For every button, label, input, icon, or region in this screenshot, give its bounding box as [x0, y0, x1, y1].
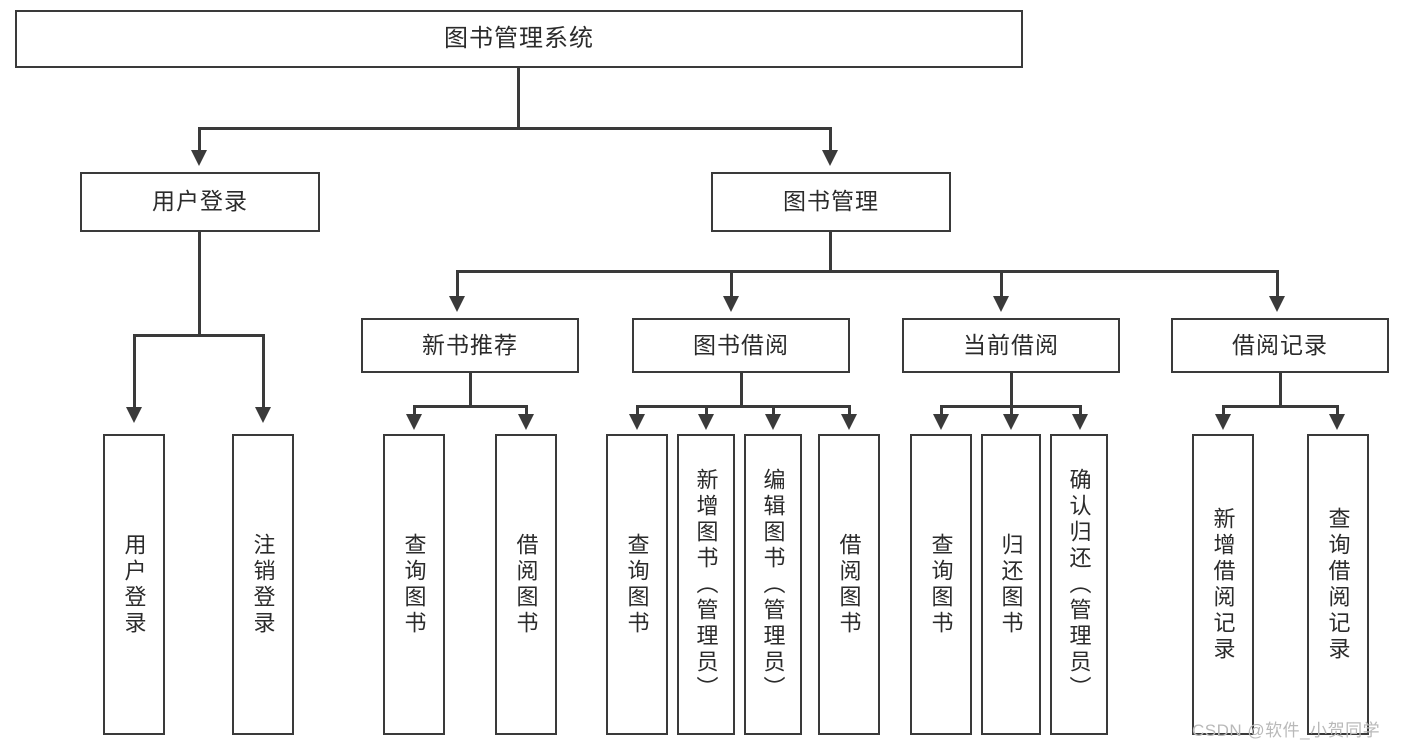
- connector-new-book-bar: [413, 405, 528, 408]
- arrow-borrow-record-l2: [1329, 414, 1345, 430]
- arrow-root-to-book-manage: [822, 150, 838, 166]
- connector-book-manage-c3: [1000, 270, 1003, 298]
- leaf-query-book-recommend[interactable]: 查询图书: [383, 434, 445, 735]
- arrow-borrow-record-l1: [1215, 414, 1231, 430]
- connector-book-borrow-l4: [848, 405, 851, 419]
- leaf-label: 查询图书: [624, 532, 650, 637]
- leaf-edit-book-admin[interactable]: 编辑图书（管理员）: [744, 434, 802, 735]
- connector-book-borrow-l2: [705, 405, 708, 419]
- connector-borrow-record-l2: [1336, 405, 1339, 419]
- connector-borrow-record-l1: [1222, 405, 1225, 419]
- leaf-add-book-admin[interactable]: 新增图书（管理员）: [677, 434, 735, 735]
- arrow-book-manage-c3: [993, 296, 1009, 312]
- connector-root-bar: [198, 127, 832, 130]
- leaf-label: 借阅图书: [513, 532, 539, 637]
- connector-new-book-l2: [525, 405, 528, 419]
- connector-book-manage-stem: [829, 232, 832, 271]
- node-new-book-recommend[interactable]: 新书推荐: [361, 318, 579, 373]
- connector-borrow-record-bar: [1222, 405, 1339, 408]
- arrow-book-manage-c4: [1269, 296, 1285, 312]
- leaf-label: 注销登录: [250, 532, 276, 637]
- connector-book-borrow-bar: [636, 405, 851, 408]
- node-book-management[interactable]: 图书管理: [711, 172, 951, 232]
- connector-root-to-user-login: [198, 127, 201, 153]
- leaf-logout[interactable]: 注销登录: [232, 434, 294, 735]
- node-label: 新书推荐: [422, 331, 518, 358]
- connector-root-to-book-manage: [829, 127, 832, 153]
- leaf-borrow-book-recommend[interactable]: 借阅图书: [495, 434, 557, 735]
- arrow-new-book-l2: [518, 414, 534, 430]
- leaf-return-book[interactable]: 归还图书: [981, 434, 1041, 735]
- leaf-borrow-book-borrow[interactable]: 借阅图书: [818, 434, 880, 735]
- arrow-book-manage-c1: [449, 296, 465, 312]
- leaf-query-borrow-record[interactable]: 查询借阅记录: [1307, 434, 1369, 735]
- leaf-label: 归还图书: [998, 532, 1024, 637]
- node-label: 用户登录: [152, 188, 248, 215]
- leaf-user-login[interactable]: 用户登录: [103, 434, 165, 735]
- arrow-book-manage-c2: [723, 296, 739, 312]
- arrow-user-login-leaf2: [255, 407, 271, 423]
- connector-book-manage-c1: [456, 270, 459, 298]
- leaf-query-book-current[interactable]: 查询图书: [910, 434, 972, 735]
- node-current-borrow[interactable]: 当前借阅: [902, 318, 1120, 373]
- connector-user-login-stem: [198, 232, 201, 335]
- arrow-current-borrow-l3: [1072, 414, 1088, 430]
- node-label: 图书借阅: [693, 331, 789, 358]
- connector-new-book-l1: [413, 405, 416, 419]
- arrow-book-borrow-l1: [629, 414, 645, 430]
- node-label: 图书管理: [783, 188, 879, 215]
- node-root-book-management-system[interactable]: 图书管理系统: [15, 10, 1023, 68]
- node-borrow-record[interactable]: 借阅记录: [1171, 318, 1389, 373]
- connector-book-manage-bar: [456, 270, 1279, 273]
- arrow-current-borrow-l2: [1003, 414, 1019, 430]
- leaf-label: 借阅图书: [836, 532, 862, 637]
- arrow-book-borrow-l2: [698, 414, 714, 430]
- connector-current-borrow-l3: [1079, 405, 1082, 419]
- arrow-current-borrow-l1: [933, 414, 949, 430]
- node-book-borrow[interactable]: 图书借阅: [632, 318, 850, 373]
- connector-current-borrow-l2: [1010, 405, 1013, 419]
- leaf-confirm-return-admin[interactable]: 确认归还（管理员）: [1050, 434, 1108, 735]
- arrow-user-login-leaf1: [126, 407, 142, 423]
- connector-user-login-leaf1: [133, 334, 136, 409]
- node-label: 当前借阅: [963, 331, 1059, 358]
- arrow-new-book-l1: [406, 414, 422, 430]
- leaf-label: 编辑图书（管理员）: [760, 467, 786, 702]
- connector-book-borrow-l1: [636, 405, 639, 419]
- leaf-label: 用户登录: [121, 532, 147, 637]
- leaf-label: 查询借阅记录: [1325, 506, 1351, 663]
- connector-book-borrow-stem: [740, 373, 743, 407]
- leaf-label: 新增图书（管理员）: [693, 467, 719, 702]
- leaf-label: 新增借阅记录: [1210, 506, 1236, 663]
- leaf-label: 查询图书: [401, 532, 427, 637]
- connector-book-borrow-l3: [772, 405, 775, 419]
- connector-user-login-leaf2: [262, 334, 265, 409]
- arrow-root-to-user-login: [191, 150, 207, 166]
- connector-current-borrow-l1: [940, 405, 943, 419]
- connector-new-book-stem: [469, 373, 472, 407]
- connector-borrow-record-stem: [1279, 373, 1282, 407]
- connector-root-stem: [517, 68, 520, 128]
- leaf-add-borrow-record[interactable]: 新增借阅记录: [1192, 434, 1254, 735]
- leaf-label: 查询图书: [928, 532, 954, 637]
- leaf-query-book-borrow[interactable]: 查询图书: [606, 434, 668, 735]
- node-label: 图书管理系统: [444, 24, 594, 52]
- connector-user-login-bar: [133, 334, 265, 337]
- connector-book-manage-c2: [730, 270, 733, 298]
- arrow-book-borrow-l3: [765, 414, 781, 430]
- connector-current-borrow-stem: [1010, 373, 1013, 407]
- node-user-login[interactable]: 用户登录: [80, 172, 320, 232]
- leaf-label: 确认归还（管理员）: [1066, 467, 1092, 702]
- node-label: 借阅记录: [1232, 331, 1328, 358]
- arrow-book-borrow-l4: [841, 414, 857, 430]
- connector-book-manage-c4: [1276, 270, 1279, 298]
